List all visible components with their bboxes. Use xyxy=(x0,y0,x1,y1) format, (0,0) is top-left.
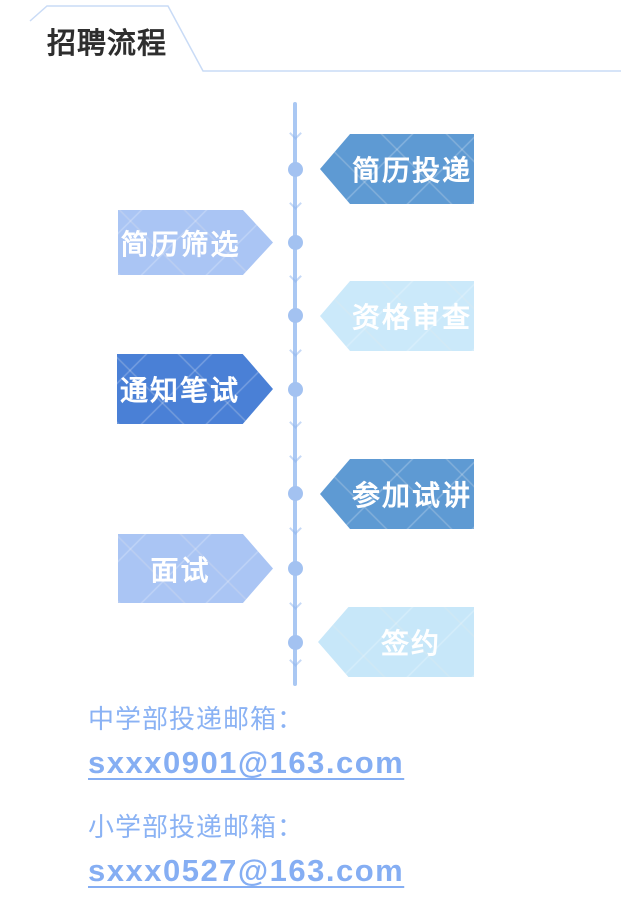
banner-resume-screening: 简历筛选 xyxy=(118,210,273,275)
chevron-down-icon xyxy=(289,522,302,535)
timeline-dot xyxy=(288,635,303,650)
banner-qualification-review: 资格审查 xyxy=(320,281,474,351)
chevron-down-icon xyxy=(289,416,302,429)
chevron-down-icon xyxy=(289,197,302,210)
chevron-down-icon xyxy=(289,270,302,283)
contact-middle-school: 中学部投递邮箱： sxxx0901@163.com xyxy=(88,702,404,780)
contact-email-primary-school[interactable]: sxxx0527@163.com xyxy=(88,853,405,888)
banner-signing: 签约 xyxy=(318,607,474,677)
chevron-down-icon xyxy=(289,344,302,357)
timeline-dot xyxy=(288,308,303,323)
timeline-dot xyxy=(288,486,303,501)
chevron-down-icon xyxy=(289,450,302,463)
timeline-dot xyxy=(288,382,303,397)
timeline-dot xyxy=(288,235,303,250)
contact-primary-school: 小学部投递邮箱： sxxx0527@163.com xyxy=(88,810,404,888)
chevron-down-icon xyxy=(289,654,302,667)
contact-label-primary-school: 小学部投递邮箱： xyxy=(88,812,305,842)
contact-email-middle-school[interactable]: sxxx0901@163.com xyxy=(88,745,405,780)
title-underline-decoration xyxy=(29,5,621,72)
chevron-down-icon xyxy=(289,597,302,610)
contact-label-middle-school: 中学部投递邮箱： xyxy=(88,704,305,734)
banner-interview: 面试 xyxy=(118,534,273,603)
banner-written-test-notice: 通知笔试 xyxy=(117,354,273,424)
page-title: 招聘流程 xyxy=(47,28,168,60)
timeline-dot xyxy=(288,162,303,177)
contact-block: 中学部投递邮箱： sxxx0901@163.com 小学部投递邮箱： sxxx0… xyxy=(88,702,404,888)
banner-resume-submission: 简历投递 xyxy=(320,134,474,204)
chevron-down-icon xyxy=(289,127,302,140)
banner-trial-lecture: 参加试讲 xyxy=(320,459,474,529)
timeline-dot xyxy=(288,561,303,576)
